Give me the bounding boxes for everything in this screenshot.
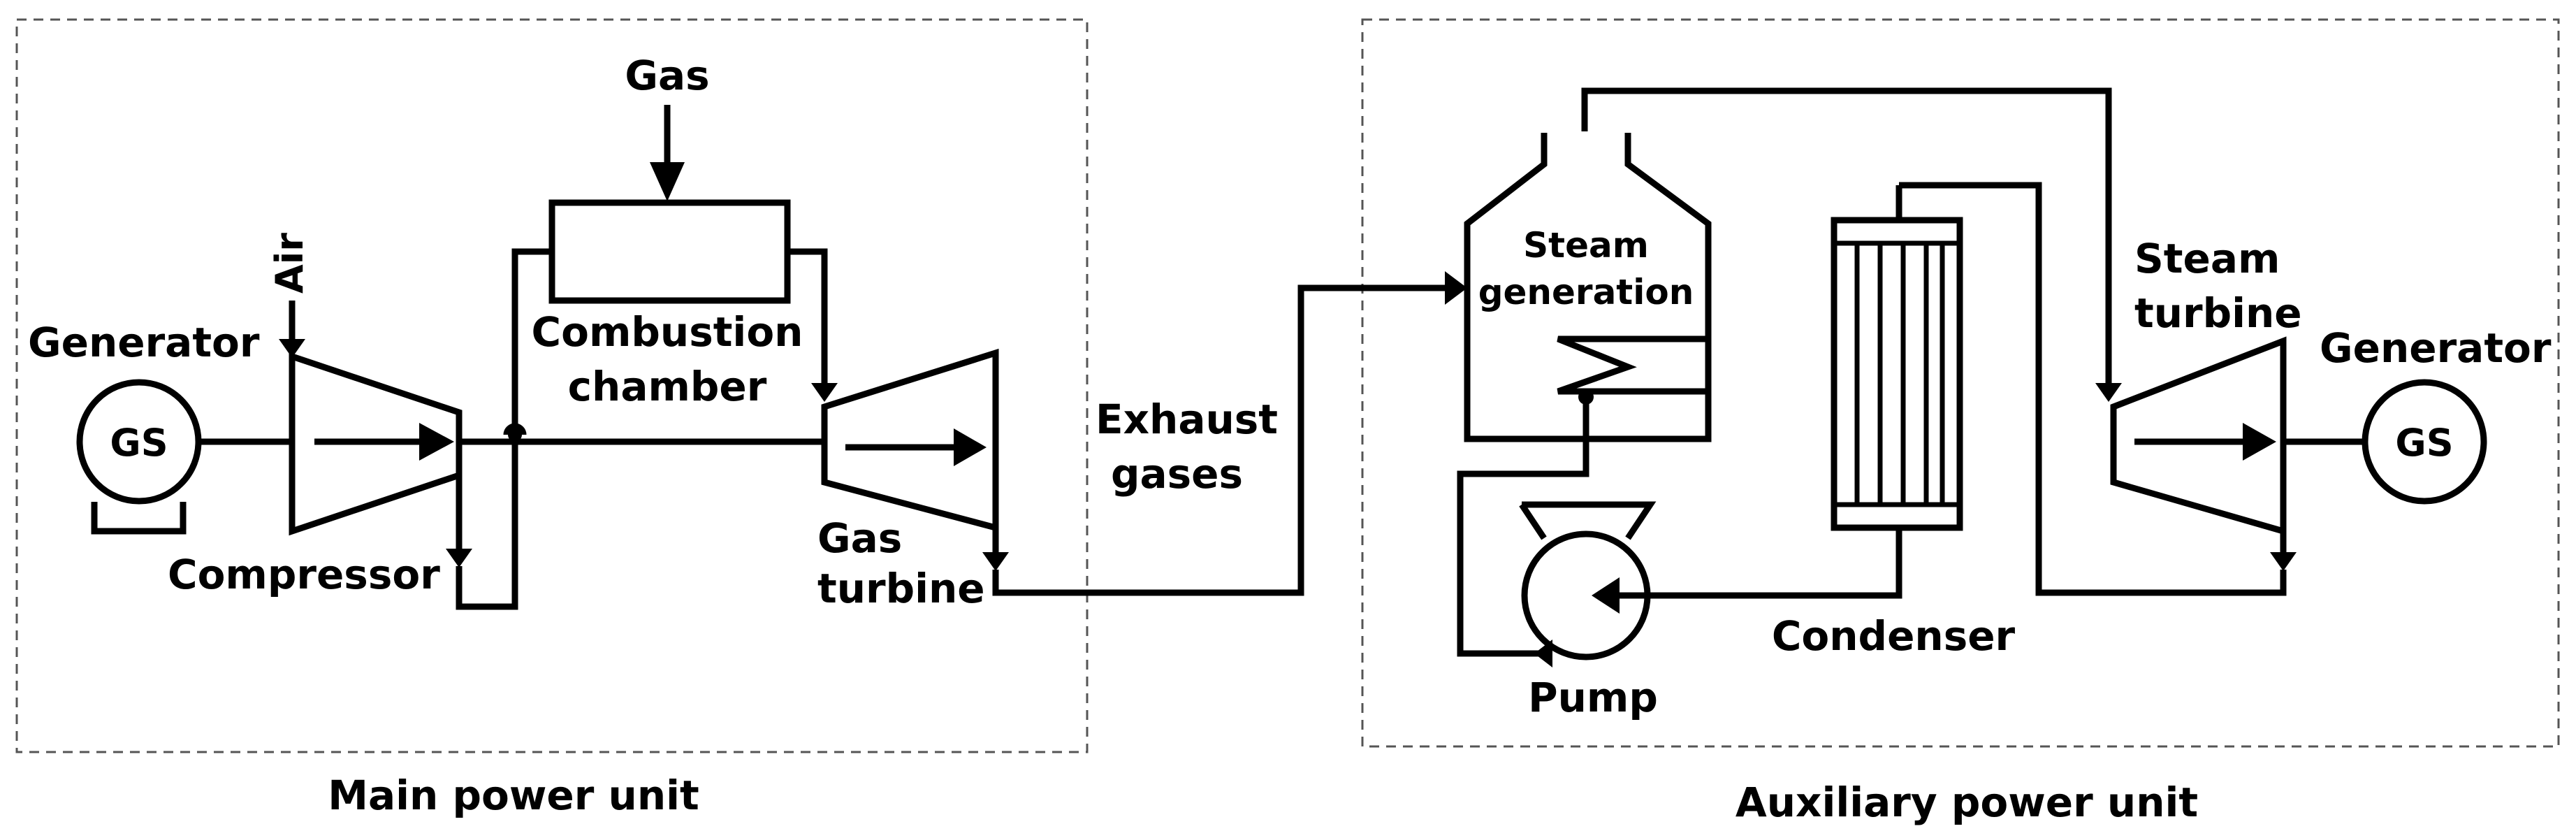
exhaust-label-line1: Exhaust	[1096, 396, 1278, 443]
combustion-chamber	[548, 199, 791, 304]
exhaust-duct	[992, 284, 1446, 596]
hot-gas-arrow	[811, 383, 838, 402]
main-unit-boundary	[15, 18, 1089, 753]
steam-turbine-inlet-arrow	[2095, 383, 2122, 402]
aux-generator: GS	[2362, 379, 2487, 505]
compressed-air-return	[456, 248, 552, 610]
gas-turbine-flow-arrow	[954, 428, 987, 466]
exhaust-inlet-arrow	[1445, 271, 1467, 305]
compressor-label: Compressor	[168, 551, 440, 598]
pump-inlet-arrow	[1592, 577, 1620, 614]
steam-turbine	[2110, 336, 2287, 535]
turbine-to-condenser-line	[1899, 182, 2287, 596]
gas-label: Gas	[625, 52, 709, 99]
steam-turbine-flow-arrow	[2243, 423, 2276, 461]
aux-unit-boundary	[1361, 18, 2560, 748]
aux-generator-symbol: GS	[2395, 421, 2453, 465]
main-generator-label: Generator	[28, 319, 260, 366]
main-unit-title: Main power unit	[328, 772, 699, 819]
gas-inlet-arrow	[650, 162, 685, 201]
exhaust-outlet-arrow	[982, 552, 1009, 571]
duct-crossover	[503, 423, 527, 435]
aux-generator-label: Generator	[2320, 324, 2552, 372]
steam-gen-label-line2: generation	[1478, 272, 1694, 312]
condenser-label: Condenser	[1772, 612, 2016, 660]
hot-gas-duct	[787, 248, 828, 383]
gas-turbine-label-line2: turbine	[817, 565, 985, 612]
feedwater-junction	[1578, 389, 1594, 405]
duct-shaft-crossing	[508, 428, 522, 442]
condenser	[1831, 185, 1963, 531]
air-label: Air	[268, 233, 312, 294]
steam-gen-label-line1: Steam	[1523, 225, 1649, 266]
pump	[1519, 501, 1657, 660]
steam-turbine-label-line2: turbine	[2134, 289, 2302, 337]
exhaust-label-line2: gases	[1111, 450, 1243, 498]
pump-outlet-line	[1457, 391, 1589, 657]
main-generator-base	[91, 502, 187, 535]
combustion-label-line1: Combustion	[532, 308, 803, 356]
condenser-to-pump-line	[1615, 528, 1902, 599]
aux-unit-title: Auxiliary power unit	[1735, 779, 2198, 826]
turbine-exhaust-arrow	[2270, 552, 2297, 571]
main-generator-symbol: GS	[110, 421, 168, 465]
air-inlet-arrow	[279, 339, 305, 358]
pump-outlet-arrow	[1534, 640, 1552, 667]
main-generator: GS	[76, 379, 202, 535]
gas-turbine	[821, 348, 999, 532]
steam-turbine-label-line1: Steam	[2134, 235, 2280, 282]
compressor-flow-arrow	[419, 423, 454, 461]
pump-label: Pump	[1528, 674, 1658, 721]
combustion-label-line2: chamber	[568, 363, 767, 410]
compressed-air-arrow	[446, 549, 472, 568]
gas-turbine-label-line1: Gas	[817, 514, 902, 562]
steam-supply-line	[1581, 87, 2112, 383]
compressor	[289, 352, 463, 536]
steam-generator-coil	[1557, 335, 1708, 395]
